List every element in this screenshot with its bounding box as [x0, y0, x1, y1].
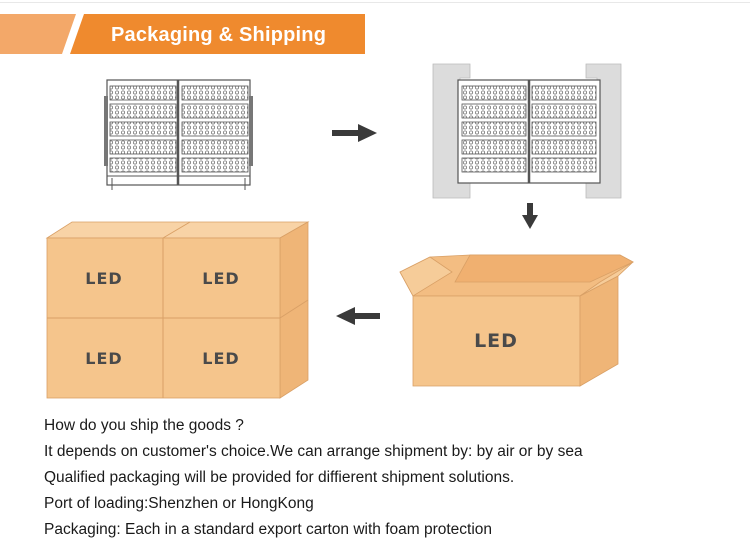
- packaging-illustration: [45, 63, 634, 399]
- carton-label: LED: [85, 349, 123, 368]
- carton-label: LED: [85, 269, 123, 288]
- info-line-packaging-quality: Qualified packaging will be provided for…: [44, 469, 515, 486]
- carton-label: LED: [474, 330, 518, 352]
- info-line-port: Port of loading:Shenzhen or HongKong: [44, 495, 314, 512]
- arrow-down-icon: [522, 203, 538, 229]
- page-title: Packaging & Shipping: [111, 24, 327, 46]
- info-line-shipment-method: It depends on customer's choice.We can a…: [44, 443, 583, 460]
- carton-label: LED: [202, 269, 240, 288]
- arrow-left-icon: [336, 307, 380, 325]
- open-carton: [399, 254, 634, 387]
- shipping-info: How do you ship the goods ? It depends o…: [44, 413, 734, 543]
- stacked-cartons: [45, 221, 310, 399]
- carton-label: LED: [202, 349, 240, 368]
- arrow-right-icon: [332, 124, 377, 142]
- header-banner: [0, 14, 365, 54]
- info-line-packaging: Packaging: Each in a standard export car…: [44, 521, 493, 538]
- top-divider: [0, 2, 750, 3]
- info-line-question: How do you ship the goods ?: [44, 417, 244, 434]
- led-fixture: [104, 79, 253, 190]
- foam-packed-fixture: [432, 63, 622, 199]
